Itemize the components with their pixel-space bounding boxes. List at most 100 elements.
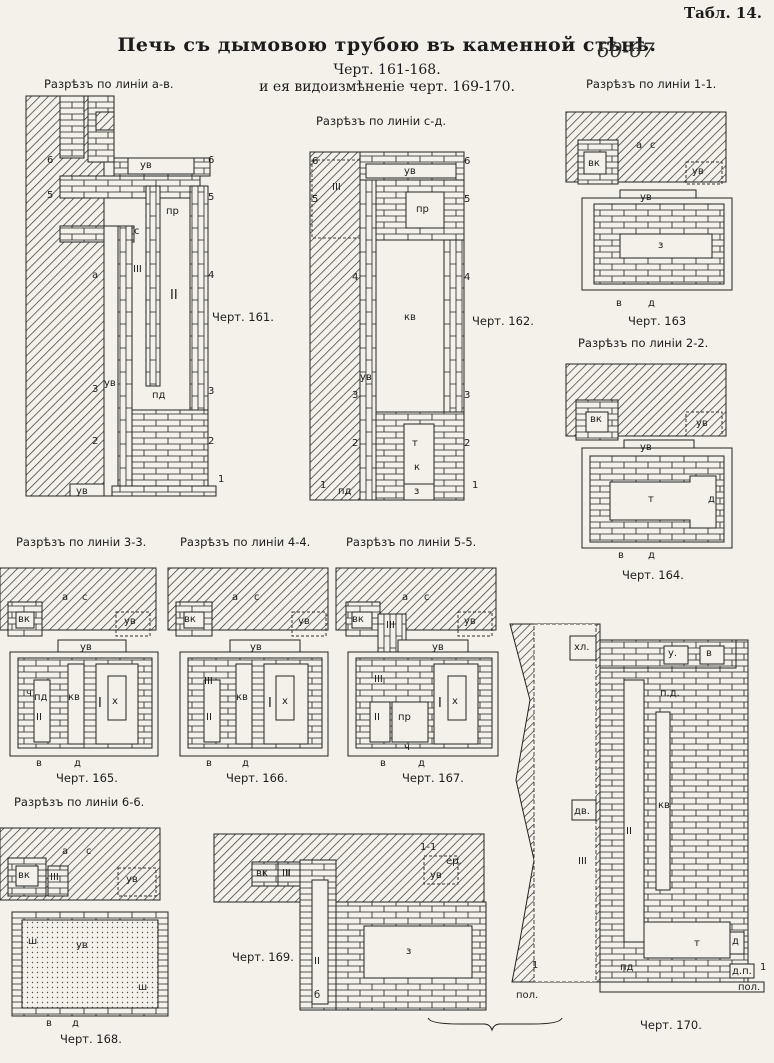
label-roman3-168: III	[50, 872, 59, 883]
label-roman2-169: II	[314, 956, 320, 967]
label-roman3-167: III	[386, 620, 395, 631]
caption-166: Черт. 166.	[226, 771, 288, 785]
handwritten-note: 60-67	[597, 38, 655, 62]
caption-162: Черт. 162.	[472, 314, 534, 328]
label-ue-166: ув	[298, 616, 310, 627]
label-n3-162-right: 3	[464, 390, 471, 401]
label-n2-162-right: 2	[464, 438, 471, 449]
label-n6-162-left: 6	[312, 156, 319, 167]
label-z-162: з	[414, 486, 420, 497]
label-n2-162-left: 2	[352, 438, 359, 449]
label-ue-167: ув	[464, 616, 476, 627]
label-ue-162: ув	[404, 166, 416, 177]
label-n5-161-left: 5	[47, 190, 54, 201]
label-pd-165: пд	[34, 692, 48, 703]
label-c-166: с	[254, 592, 260, 603]
label-vk-168: вк	[18, 870, 30, 881]
label-n5-161-right: 5	[208, 192, 215, 203]
label-pd-161: пд	[152, 390, 166, 401]
subtitle-figures: Черт. 161-168.	[333, 62, 441, 78]
section-55-title: Разрѣзъ по линіи 5-5.	[346, 535, 477, 549]
label-pd-162: пд	[338, 486, 352, 497]
label-d-167: д	[418, 758, 425, 769]
label-n6-161-right: 6	[208, 155, 215, 166]
label-n3-161-right: 3	[208, 386, 215, 397]
label-ue2-162: ув	[360, 372, 372, 383]
label-ue2-164: ув	[696, 418, 708, 429]
label-roman3-169: III	[282, 868, 291, 879]
label-ue2-168: ув	[76, 940, 88, 951]
label-k-162: к	[414, 462, 421, 473]
section-33-title: Разрѣзъ по линіи 3-3.	[16, 535, 147, 549]
label-ue2-167: ув	[432, 642, 444, 653]
label-pr-162: пр	[416, 204, 429, 215]
label-roman3-166: III	[204, 676, 213, 687]
label-ue2-166: ув	[250, 642, 262, 653]
label-a-167: а	[402, 592, 409, 603]
section-11-title: Разрѣзъ по линіи 1-1.	[586, 77, 717, 91]
label-roman2-167: II	[374, 712, 380, 723]
caption-169: Черт. 169.	[232, 950, 294, 964]
caption-165: Черт. 165.	[56, 771, 118, 785]
label-kv-170: кв	[658, 800, 670, 811]
label-vk-165: вк	[18, 614, 30, 625]
label-c-161: с	[134, 226, 140, 237]
label-v-164: в	[618, 550, 624, 561]
label-c-163: с	[650, 140, 656, 151]
label-roman3-161: III	[133, 264, 142, 275]
fig-167	[335, 567, 499, 757]
label-n2-161-right: 2	[208, 436, 215, 447]
label-roman2-161: II	[170, 288, 178, 303]
label-roman3-170: III	[578, 856, 587, 867]
label-n6-162-right: 6	[464, 156, 471, 167]
label-pr-167: пр	[398, 712, 411, 723]
label-roman3b-167: III	[374, 674, 383, 685]
label-c-167: с	[424, 592, 430, 603]
label-dp-170: д.п.	[732, 966, 752, 977]
label-a-165: а	[62, 592, 69, 603]
label-d-166: д	[242, 758, 249, 769]
section-cd-title: Разрѣзъ по линіи с-д.	[316, 114, 446, 128]
label-z-163: з	[658, 240, 664, 251]
fig-169	[213, 833, 487, 1011]
label-ue2-165: ув	[80, 642, 92, 653]
section-66-title: Разрѣзъ по линіи 6-6.	[14, 795, 145, 809]
label-a-163: а	[636, 140, 643, 151]
label-kv-165: кв	[68, 692, 80, 703]
plate-number: Табл. 14.	[683, 4, 762, 22]
label-z-169: з	[406, 946, 412, 957]
label-roman2-165: II	[36, 712, 42, 723]
section-44-title: Разрѣзъ по линіи 4-4.	[180, 535, 311, 549]
label-v-170: в	[706, 648, 712, 659]
label-er-169: ер.	[446, 856, 462, 867]
caption-170: Черт. 170.	[640, 1018, 702, 1032]
label-n1-170-right: 1	[760, 962, 767, 973]
label-n4-162-right: 4	[464, 272, 471, 283]
label-sh-168-right: ш	[138, 982, 148, 993]
label-c-165: с	[82, 592, 88, 603]
label-roman1-167: I	[438, 696, 442, 711]
label-roman2-166: II	[206, 712, 212, 723]
label-vk-166: вк	[184, 614, 196, 625]
label-v-166: в	[206, 758, 212, 769]
label-kh-170: хл.	[574, 642, 590, 653]
label-d-168: д	[72, 1018, 79, 1029]
plate-title: Печь съ дымовою трубою въ каменной стѣнѣ…	[117, 34, 657, 56]
label-ue2-163: ув	[692, 166, 704, 177]
caption-161: Черт. 161.	[212, 310, 274, 324]
label-kv-166: кв	[236, 692, 248, 703]
label-roman1-166: I	[268, 696, 272, 711]
label-ue-168: ув	[126, 874, 138, 885]
label-n1-170-left: 1	[532, 960, 539, 971]
fig-170	[509, 623, 765, 993]
label-d-170: д	[732, 936, 739, 947]
label-c-168: с	[86, 846, 92, 857]
label-pol-right-170: пол.	[738, 982, 761, 993]
label-roman3-162: III	[332, 182, 341, 193]
label-vk-167: вк	[352, 614, 364, 625]
label-n2-161-left: 2	[92, 436, 99, 447]
label-v-167: в	[380, 758, 386, 769]
label-pr-161: пр	[166, 206, 179, 217]
label-d-163: д	[648, 298, 655, 309]
